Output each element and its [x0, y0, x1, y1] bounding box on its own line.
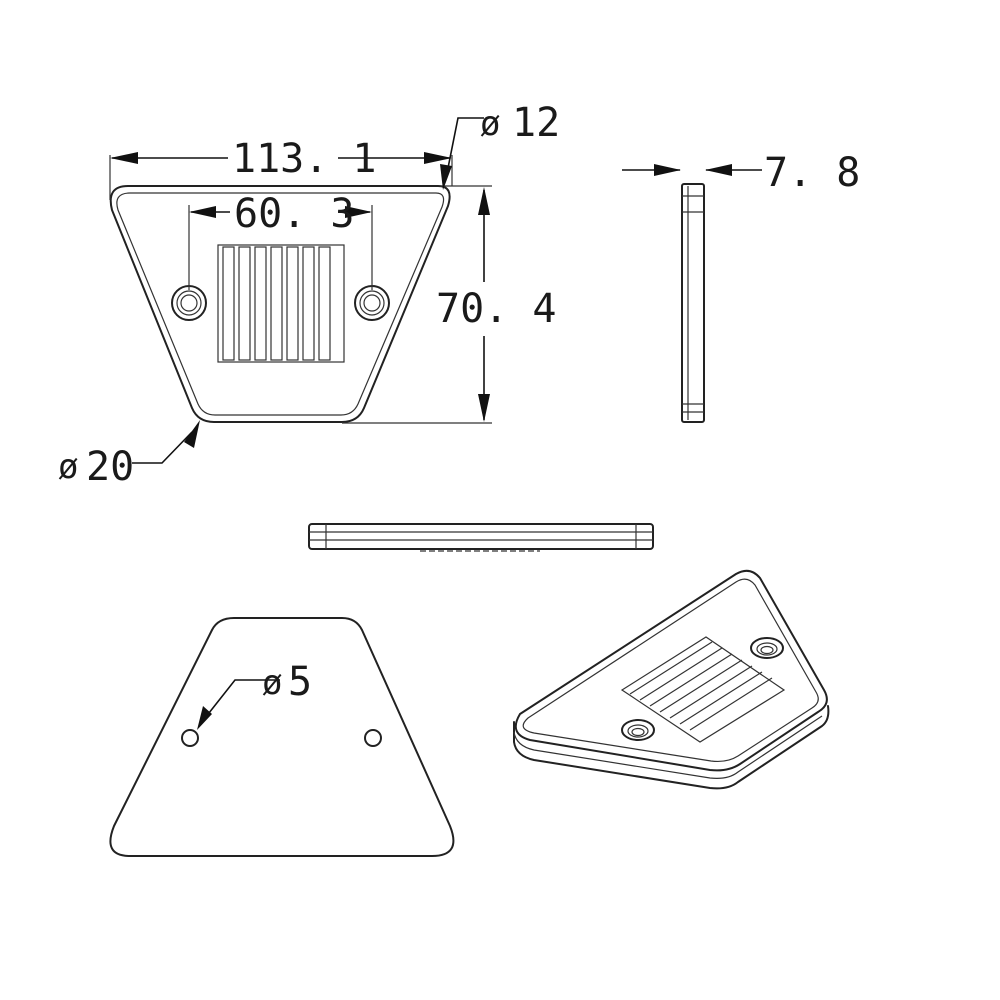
grille-rib	[318, 246, 331, 361]
grille-rib	[302, 246, 315, 361]
side-view-outline	[681, 183, 705, 423]
grille	[217, 244, 345, 363]
dimension-corner-small-label: 12	[512, 100, 560, 146]
dimension-corner-large-label: 20	[86, 444, 134, 490]
dimension-hole-spacing-label: 60. 3	[234, 191, 354, 237]
dimension-corner-large: ø 20	[58, 420, 200, 490]
dimension-height: 70. 4	[342, 185, 556, 424]
iso-top-face	[514, 569, 828, 772]
top-view	[308, 523, 654, 552]
mounting-hole-left	[171, 285, 207, 321]
grille-rib	[286, 246, 299, 361]
back-view: ø 5	[109, 617, 455, 857]
iso-hole-top	[750, 637, 784, 659]
iso-mid-edge	[513, 715, 823, 779]
diameter-symbol: ø	[480, 104, 500, 144]
grille-rib	[270, 246, 283, 361]
mounting-hole-right	[354, 285, 390, 321]
top-view-outline	[308, 523, 654, 550]
back-hole-right	[364, 729, 382, 747]
iso-grille	[620, 636, 786, 743]
dimension-width: 113. 1	[109, 136, 453, 200]
dimension-width-label: 113. 1	[232, 136, 377, 182]
dimension-hole-spacing: 60. 3	[188, 191, 373, 290]
iso-hole-bottom	[621, 719, 655, 741]
dimension-corner-small: ø 12	[440, 100, 560, 190]
dimension-thickness-label: 7. 8	[764, 150, 860, 196]
back-hole-left	[181, 729, 199, 747]
dimension-height-label: 70. 4	[436, 286, 556, 332]
back-view-outline	[109, 617, 455, 857]
dimension-back-hole-label: 5	[288, 659, 312, 705]
diameter-symbol: ø	[262, 663, 282, 703]
dimension-back-hole: ø 5	[197, 659, 312, 730]
grille-rib	[254, 246, 267, 361]
dimension-thickness: 7. 8	[622, 150, 860, 196]
diameter-symbol: ø	[58, 447, 78, 487]
grille-frame	[217, 244, 345, 363]
front-view: 113. 1 60. 3 70. 4 ø 12	[58, 100, 560, 490]
grille-rib	[238, 246, 251, 361]
grille-rib	[222, 246, 235, 361]
side-view: 7. 8	[622, 150, 860, 423]
isometric-view	[513, 569, 830, 790]
front-view-outline	[109, 185, 451, 423]
front-view-inner-edge	[116, 192, 445, 416]
iso-bottom-edge	[513, 705, 830, 790]
